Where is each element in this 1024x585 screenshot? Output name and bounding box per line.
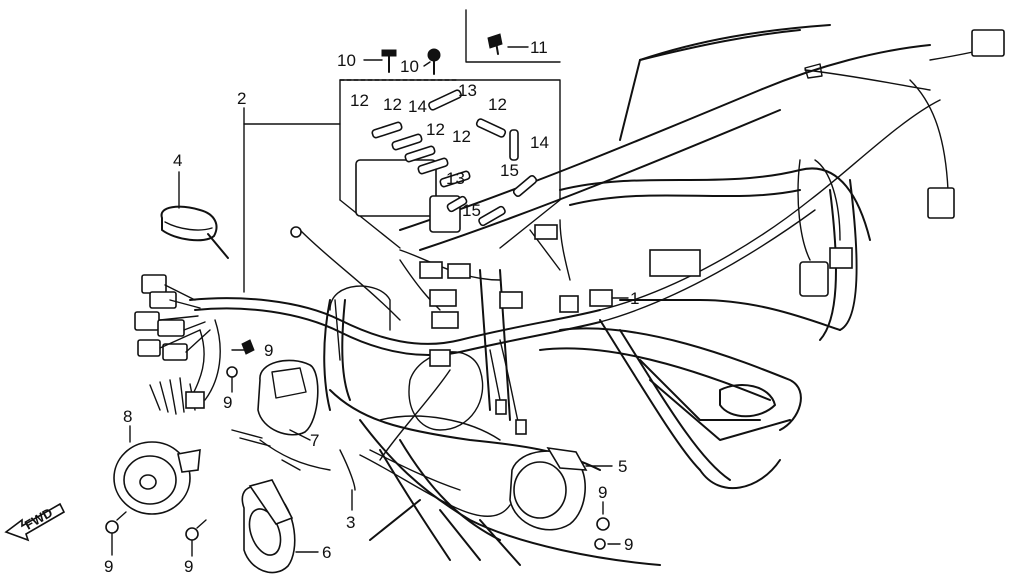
callout-9c: 9 <box>104 557 113 576</box>
callout-15a: 15 <box>500 161 519 180</box>
callout-1: 1 <box>630 289 639 308</box>
callout-5: 5 <box>618 457 627 476</box>
callout-8: 8 <box>123 407 132 426</box>
callout-14a: 14 <box>408 97 427 116</box>
callout-6: 6 <box>322 543 331 562</box>
main-wire-harness <box>189 44 1001 517</box>
callout-9b: 9 <box>223 393 232 412</box>
frame <box>323 24 931 566</box>
turn-signal-relay <box>231 359 319 447</box>
horn-8 <box>113 441 201 515</box>
callout-9f: 9 <box>624 535 633 554</box>
callout-14b: 14 <box>530 133 549 152</box>
horn-6 <box>241 479 296 574</box>
fuse-box <box>339 79 561 249</box>
callout-4: 4 <box>173 151 182 170</box>
horn-5 <box>509 446 588 531</box>
callout-9d: 9 <box>184 557 193 576</box>
fuse-set <box>371 89 538 227</box>
callout-10b: 10 <box>400 57 419 76</box>
callout-11: 11 <box>530 38 548 57</box>
callout-10a: 10 <box>337 51 356 70</box>
leader-lines <box>111 9 629 557</box>
callout-2: 2 <box>237 89 246 108</box>
callout-9a: 9 <box>264 341 273 360</box>
callout-12e: 12 <box>488 95 507 114</box>
bolt-icons <box>381 33 503 75</box>
fwd-arrow-icon <box>4 502 66 542</box>
harness-connectors <box>134 29 1005 435</box>
callout-12b: 12 <box>383 95 402 114</box>
callout-3: 3 <box>346 513 355 532</box>
small-bolts <box>105 339 610 550</box>
callout-12a: 12 <box>350 91 369 110</box>
callout-15b: 15 <box>462 201 481 220</box>
callout-12d: 12 <box>452 127 471 146</box>
callout-13b: 13 <box>446 169 465 188</box>
band-clip-part <box>160 205 229 259</box>
callout-13a: 13 <box>458 81 477 100</box>
callout-7: 7 <box>310 431 319 450</box>
callout-9e: 9 <box>598 483 607 502</box>
callout-12c: 12 <box>426 120 445 139</box>
